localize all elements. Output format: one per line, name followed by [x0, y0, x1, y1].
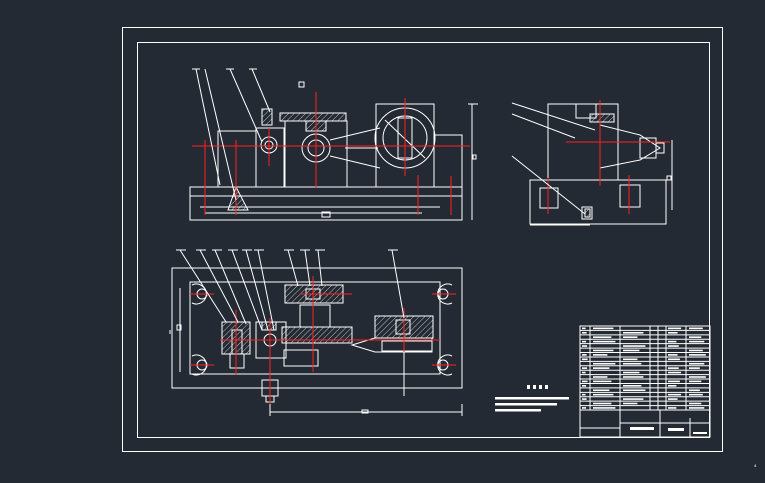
- parts-list-cell-text: [593, 327, 614, 330]
- front-view[interactable]: [189, 68, 478, 221]
- parts-list-cell-text: [623, 398, 644, 400]
- side-view[interactable]: [511, 100, 673, 226]
- parts-list-cell-text: [623, 402, 638, 405]
- parts-list-cell-text: [593, 362, 616, 365]
- top-base-plate: [171, 267, 463, 389]
- parts-list-cell-text: [582, 358, 588, 361]
- parts-list-cell-text: [582, 385, 587, 387]
- parts-list-cell-text: [623, 345, 646, 347]
- title-block[interactable]: [579, 325, 711, 438]
- parts-list-cell-text: [593, 393, 614, 396]
- parts-list-cell-text: [593, 336, 612, 338]
- parts-list-cell-text: [689, 407, 705, 409]
- parts-list-cell-text: [582, 371, 586, 374]
- parts-list-cell-text: [668, 345, 679, 347]
- parts-list-cell-text: [593, 354, 608, 356]
- parts-list-cell-text: [623, 349, 640, 352]
- parts-list-cell-text: [623, 336, 638, 338]
- parts-list-cell-text: [668, 331, 678, 334]
- parts-list-cell-text: [689, 362, 705, 365]
- parts-list-cell-text: [593, 367, 610, 369]
- parts-list-cell-text: [593, 376, 608, 378]
- parts-list-frame: [579, 325, 711, 438]
- parts-list-cell-text: [689, 380, 702, 383]
- parts-list-cell-text: [593, 389, 610, 392]
- parts-list-cell-text: [689, 327, 703, 330]
- sheet-inner-border: [137, 42, 710, 438]
- parts-list-cell-text: [689, 340, 705, 343]
- parts-list-cell-text: [668, 385, 677, 387]
- parts-list-cell-text: [593, 407, 616, 409]
- left-support: [217, 130, 257, 188]
- wedge-block: [227, 185, 249, 211]
- parts-list-cell-text: [668, 358, 680, 361]
- parts-list-cell-text: [668, 398, 678, 400]
- parts-list-cell-text: [623, 376, 644, 378]
- top-view[interactable]: [169, 249, 463, 416]
- parts-list-cell-text: [668, 327, 682, 330]
- corner-mark: ⁴: [754, 464, 757, 471]
- parts-list-cell-text: [623, 389, 646, 392]
- parts-list-cell-text: [668, 393, 682, 396]
- parts-list-cell-text: [668, 407, 677, 409]
- parts-list-cell-text: [623, 331, 644, 334]
- parts-list-cell-text: [689, 354, 706, 356]
- parts-list-cell-text: [582, 380, 588, 383]
- parts-list-cell-text: [689, 393, 703, 396]
- parts-list-cell-text: [593, 349, 614, 352]
- parts-list-cell-text: [689, 376, 706, 378]
- parts-list-cell-text: [582, 340, 587, 343]
- parts-list-cell-text: [668, 354, 678, 356]
- sheet-outer-border: [122, 27, 723, 452]
- middle-shaft: [281, 326, 353, 344]
- parts-list-cell-text: [689, 349, 703, 352]
- parts-list-cell-text: [582, 393, 586, 396]
- parts-list-cell-text: [623, 358, 638, 361]
- parts-list-cell-text: [668, 371, 682, 374]
- parts-list-cell-text: [582, 367, 588, 369]
- parts-list-cell-text: [623, 385, 642, 387]
- parts-list-cell-text: [623, 362, 642, 365]
- parts-list-cell-text: [582, 345, 588, 347]
- parts-list-cell-text: [593, 380, 612, 383]
- parts-list-cell-text: [668, 340, 677, 343]
- parts-list-cell-text: [668, 380, 680, 383]
- parts-list-cell-text: [582, 331, 587, 334]
- technical-notes: [495, 385, 569, 412]
- parts-list-cell-text: [668, 367, 679, 369]
- clamp-bar: [279, 112, 347, 122]
- parts-list-cell-text: [689, 336, 702, 338]
- parts-list-cell-text: [593, 402, 612, 405]
- parts-list-cell-text: [582, 354, 587, 356]
- parts-list-cell-text: [689, 389, 700, 392]
- parts-list-cell-text: [623, 371, 640, 374]
- parts-list-cell-text: [593, 340, 616, 343]
- parts-list-cell-text: [582, 398, 587, 400]
- parts-list-cell-text: [582, 327, 586, 330]
- parts-list-cell-text: [582, 407, 587, 409]
- parts-list-cell-text: [689, 367, 700, 369]
- parts-list-cell-text: [689, 402, 702, 405]
